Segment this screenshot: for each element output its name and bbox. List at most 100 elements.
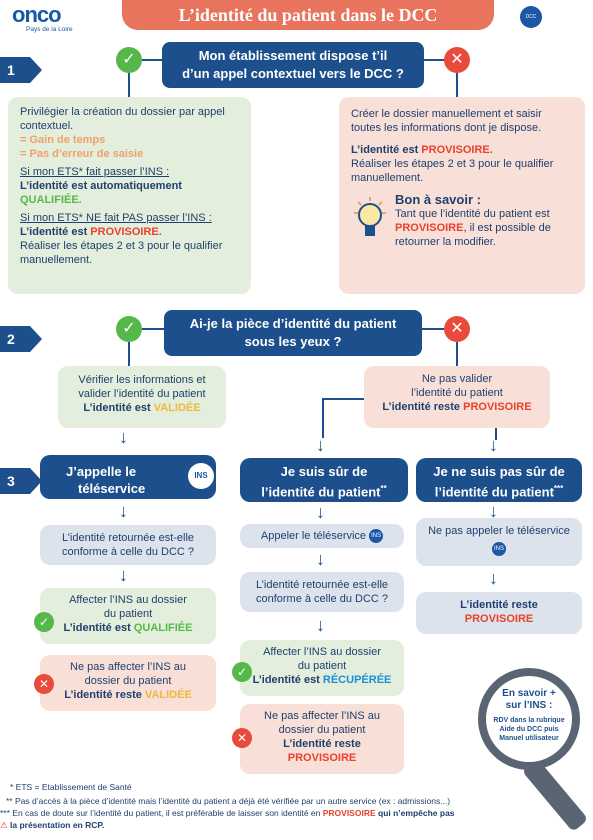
ins-icon: INS xyxy=(188,463,214,489)
qualified-result: Affecter l’INS au dossier du patient L’i… xyxy=(40,588,216,644)
text: L’identité est xyxy=(83,402,154,414)
text: Affecter l’INS au dossier xyxy=(263,646,381,658)
learn-more-magnifier: En savoir + sur l’INS : RDV dans la rubr… xyxy=(478,668,580,770)
text: du patient xyxy=(297,660,347,672)
cross-icon: ✕ xyxy=(444,47,470,73)
do-not-call-box: Ne pas appeler le téléservice INS xyxy=(416,518,582,566)
ins-icon: INS xyxy=(492,542,506,557)
text: manuellement. xyxy=(20,254,93,266)
arrow-down-icon: ↓ xyxy=(489,568,498,588)
question-2-line-a: Ai-je la pièce d’identité du patient xyxy=(189,316,397,331)
arrow-down-icon: ↓ xyxy=(119,427,128,447)
status-validee: VALIDÉE xyxy=(153,402,201,414)
text: l’identité du patient xyxy=(411,387,503,399)
text: L’identité est xyxy=(351,144,422,156)
step-1-tab: 1 xyxy=(0,57,42,83)
question-1-line-a: Mon établissement dispose t’il xyxy=(198,48,388,63)
text: valider l’identité du patient xyxy=(78,388,206,400)
text: retourner la modifier. xyxy=(395,236,496,248)
logo-subtitle: Pays de la Loire xyxy=(26,26,73,33)
text: qui n’empêche pas xyxy=(375,808,455,818)
status-provisoire: PROVISOIRE xyxy=(464,613,534,625)
text: Ne pas appeler le téléservice xyxy=(428,525,570,537)
right-panel-1: Créer le dossier manuellement et saisir … xyxy=(339,97,585,294)
footnote-1: * ETS = Etablissement de Santé xyxy=(10,782,132,792)
question-1: Mon établissement dispose t’il d’un appe… xyxy=(162,42,424,88)
left-panel-2: Vérifier les informations et valider l’i… xyxy=(58,366,226,428)
connector xyxy=(422,328,444,330)
status-provisoire: PROVISOIRE. xyxy=(90,226,162,238)
benefit-time: = Gain de temps xyxy=(20,134,106,146)
text: , il est possible de xyxy=(463,222,551,234)
question-1-line-b: d’un appel contextuel vers le DCC ? xyxy=(182,66,404,81)
connector xyxy=(424,59,444,61)
text: conforme à celle du DCC ? xyxy=(61,546,195,558)
text: Aide du DCC puis xyxy=(499,726,559,733)
text: L’identité reste xyxy=(382,401,464,413)
text: toutes les informations dont je dispose. xyxy=(351,122,542,134)
connector xyxy=(142,59,162,61)
text: L’identité est automatiquement xyxy=(20,180,182,192)
status-recuperee: RÉCUPÉRÉE xyxy=(322,674,392,686)
arrow-down-icon: ↓ xyxy=(316,435,325,455)
text: Manuel utilisateur xyxy=(499,735,559,742)
text: RDV dans la rubrique xyxy=(493,717,565,724)
footnote-3: *** En cas de doute sur l’identité du pa… xyxy=(0,808,560,819)
arrow-down-icon: ↓ xyxy=(316,549,325,569)
connector xyxy=(142,328,164,330)
lightbulb-icon xyxy=(354,197,386,236)
text: L’identité est xyxy=(20,226,91,238)
text: Ne pas valider xyxy=(421,373,493,385)
dcc-icon: DCC xyxy=(520,6,542,28)
status-qualifiee: QUALIFIÉE. xyxy=(20,194,82,206)
connector xyxy=(456,73,458,97)
text: conforme à celle du DCC ? xyxy=(255,593,389,605)
arrow-down-icon: ↓ xyxy=(316,502,325,522)
text: L’identité reste xyxy=(283,738,361,750)
text: Ne pas affecter l’INS au xyxy=(70,661,186,673)
check-icon: ✓ xyxy=(116,47,142,73)
text: Ne pas affecter l’INS au xyxy=(264,710,380,722)
text: téléservice xyxy=(78,481,146,496)
text: l’identité du patient xyxy=(434,484,554,500)
text: Privilégier la création du dossier par a… xyxy=(20,106,225,118)
text: Tant que l’identité du patient est xyxy=(395,208,550,220)
status-provisoire: PROVISOIRE xyxy=(322,808,376,818)
check-icon: ✓ xyxy=(116,316,142,342)
text: Si mon ETS* fait passer l’INS : xyxy=(20,166,170,178)
check-icon: ✓ xyxy=(232,662,252,682)
status-validee: VALIDÉE xyxy=(144,689,192,701)
question-2-line-b: sous les yeux ? xyxy=(244,334,342,349)
text: L’identité reste xyxy=(64,689,145,701)
provisional-result-3: L’identité reste PROVISOIRE xyxy=(416,592,582,634)
ins-icon: INS xyxy=(369,529,384,544)
connector xyxy=(322,398,324,438)
text: la présentation en RCP. xyxy=(10,820,105,830)
call-teleservice-header: J’appelle le téléservice INS xyxy=(40,455,216,499)
text: Je suis sûr de xyxy=(280,464,368,479)
check-icon: ✓ xyxy=(34,612,54,632)
cross-icon: ✕ xyxy=(232,728,252,748)
arrow-down-icon: ↓ xyxy=(119,565,128,585)
connector xyxy=(495,428,497,440)
sure-identity-header: Je suis sûr de l’identité du patient** xyxy=(240,458,408,502)
connector xyxy=(128,73,130,97)
arrow-down-icon: ↓ xyxy=(119,501,128,521)
recovered-result: Affecter l’INS au dossier du patient L’i… xyxy=(240,640,404,696)
arrow-down-icon: ↓ xyxy=(316,615,325,635)
text: Appeler le téléservice xyxy=(260,530,367,542)
text: sur l’INS : xyxy=(505,700,553,711)
footnote-4: ⚠ la présentation en RCP. xyxy=(0,820,104,831)
text: L’identité est xyxy=(63,622,134,634)
text: L’identité reste xyxy=(460,599,538,611)
text: L’identité est xyxy=(252,674,323,686)
tip-title: Bon à savoir : xyxy=(395,192,481,207)
text: contextuel. xyxy=(20,120,74,132)
text: l’identité du patient xyxy=(261,484,381,500)
arrow-down-icon: ↓ xyxy=(489,501,498,521)
status-provisoire: PROVISOIRE xyxy=(395,222,464,234)
status-provisoire: PROVISOIRE xyxy=(287,752,357,764)
text: manuellement. xyxy=(351,172,424,184)
not-assigned-result-2: Ne pas affecter l’INS au dossier du pati… xyxy=(240,704,404,774)
text: Réaliser les étapes 2 et 3 pour le quali… xyxy=(351,158,554,170)
